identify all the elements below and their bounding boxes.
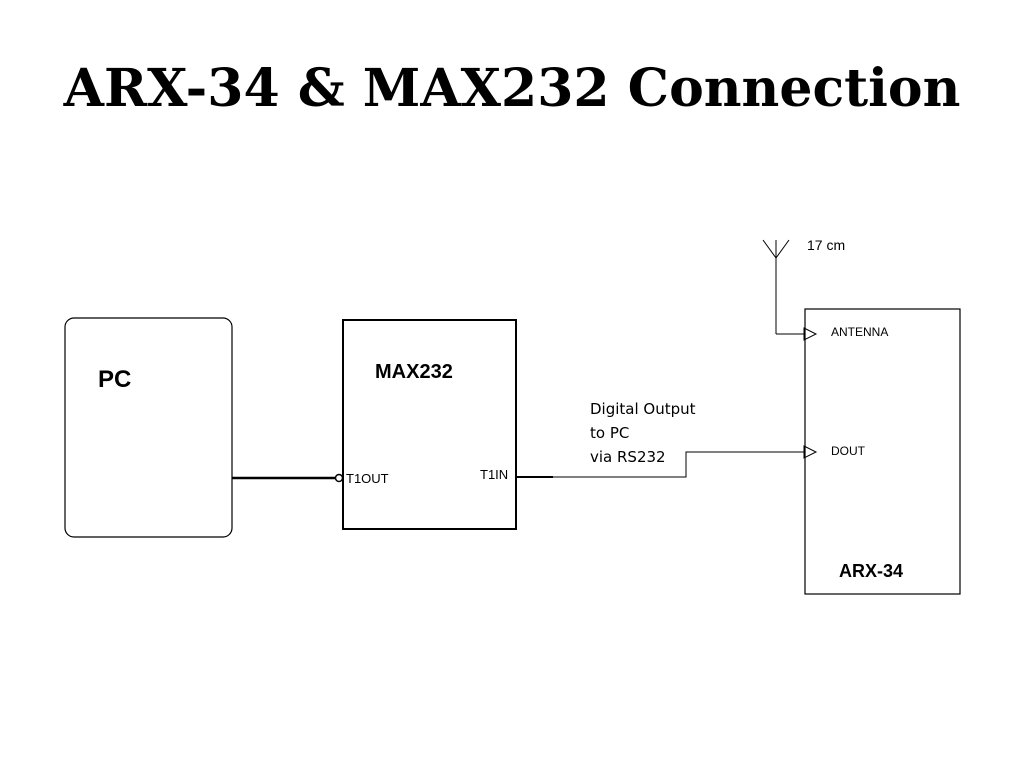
note-line-3: via RS232 xyxy=(590,448,666,466)
max232-label: MAX232 xyxy=(375,361,453,383)
note-line-2: to PC xyxy=(590,424,629,442)
antenna-right-arm xyxy=(775,239,790,259)
antenna-arrow xyxy=(803,327,818,341)
t1out-pin-label: T1OUT xyxy=(346,471,389,486)
antenna-length-label: 17 cm xyxy=(807,237,845,253)
arx34-box xyxy=(804,308,961,595)
max232-box xyxy=(342,319,517,530)
arx34-label: ARX-34 xyxy=(839,561,903,581)
pc-label: PC xyxy=(98,366,131,393)
dout-arrow xyxy=(803,445,818,459)
antenna: 17 cm xyxy=(762,237,845,341)
signal-note: Digital Output to PC via RS232 xyxy=(590,400,696,466)
antenna-pin-label: ANTENNA xyxy=(831,325,888,339)
pc-box xyxy=(64,317,233,538)
antenna-left-arm xyxy=(762,239,777,259)
max232-block: MAX232 T1OUT T1IN xyxy=(342,319,517,530)
pc-block: PC xyxy=(64,317,233,538)
slide-title: ARX-34 & MAX232 Connection xyxy=(63,58,961,119)
t1in-pin-label: T1IN xyxy=(480,467,508,482)
t1out-pin-circle xyxy=(334,473,344,483)
arx34-block: ANTENNA DOUT ARX-34 xyxy=(804,308,961,595)
dout-pin-label: DOUT xyxy=(831,444,866,458)
note-line-1: Digital Output xyxy=(590,400,696,418)
signal-wire xyxy=(553,451,804,478)
